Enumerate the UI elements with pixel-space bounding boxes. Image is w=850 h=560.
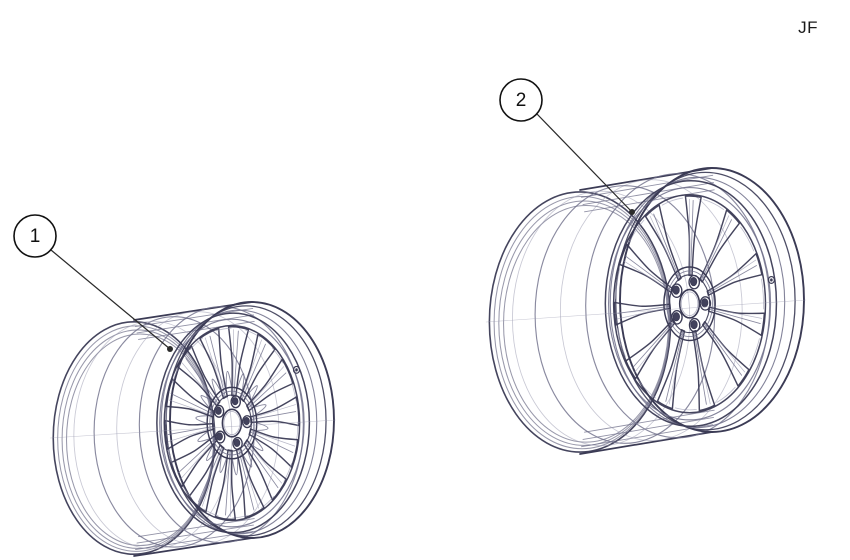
callout-2[interactable]: 2 bbox=[499, 78, 635, 215]
callout-leader-line bbox=[536, 113, 633, 213]
wheel-1-drawing bbox=[50, 301, 336, 557]
callout-balloon[interactable] bbox=[499, 78, 543, 122]
callout-1[interactable]: 1 bbox=[13, 214, 173, 352]
callout-number-label: 2 bbox=[516, 90, 527, 111]
wheel-2-drawing bbox=[485, 167, 807, 455]
callout-balloon[interactable] bbox=[13, 214, 57, 258]
callout-layer: 12 bbox=[13, 78, 635, 352]
callout-leader-line bbox=[50, 249, 171, 350]
callout-number-label: 1 bbox=[30, 226, 41, 247]
sheet-code-label: JF bbox=[798, 18, 818, 37]
callout-target-dot bbox=[629, 209, 635, 215]
callout-target-dot bbox=[167, 346, 173, 352]
